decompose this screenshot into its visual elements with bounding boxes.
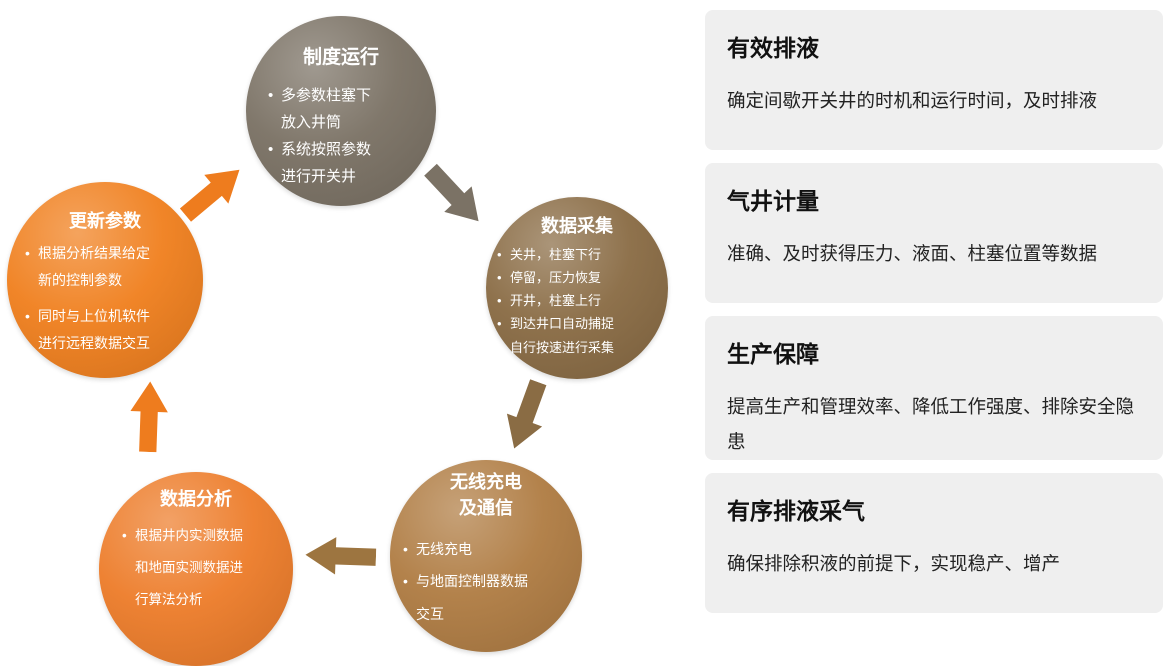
arrow-wireless-charging-to-data-analysis-icon — [303, 528, 377, 584]
arrow-update-parameters-to-system-operation-icon — [168, 148, 258, 236]
node-title: 制度运行 — [302, 47, 379, 68]
benefit-title: 生产保障 — [727, 341, 819, 367]
benefit-body: 确保排除积液的前提下，实现稳产、增产 — [727, 553, 1061, 575]
node-title: 数据分析 — [160, 489, 232, 509]
node-bullet: 到达井口自动捕捉 — [497, 312, 664, 335]
node-bullet: 根据分析结果给定 新的控制参数 — [25, 240, 197, 295]
node-bullet-list: 根据井内实测数据 和地面实测数据进 行算法分析 — [99, 520, 293, 615]
node-bullet-list: 根据分析结果给定 新的控制参数 同时与上位机软件 进行远程数据交互 — [7, 240, 203, 357]
node-bullet: 多参数柱塞下 放入井筒 — [268, 82, 430, 136]
benefits-panel: 有效排液 确定间歇开关井的时机和运行时间，及时排液 气井计量 准确、及时获得压力… — [705, 10, 1163, 613]
benefit-card-gas-well-metering: 气井计量 准确、及时获得压力、液面、柱塞位置等数据 — [705, 163, 1163, 303]
node-bullet: 停留，压力恢复 — [497, 266, 664, 289]
arrow-system-operation-to-data-collection-icon — [411, 151, 500, 240]
cycle-node-data-collection: 数据采集 关井，柱塞下行 停留，压力恢复 开井，柱塞上行 到达井口自动捕捉 自行… — [486, 197, 668, 379]
node-bullet: 自行按速进行采集 — [497, 336, 664, 359]
node-title: 无线充电 及通信 — [450, 472, 522, 519]
benefit-title: 有效排液 — [727, 35, 819, 61]
node-title: 更新参数 — [69, 211, 141, 231]
cycle-node-system-operation: 制度运行 多参数柱塞下 放入井筒 系统按照参数 进行开关井 — [246, 16, 436, 206]
node-bullet: 根据井内实测数据 和地面实测数据进 行算法分析 — [122, 520, 287, 615]
cycle-node-data-analysis: 数据分析 根据井内实测数据 和地面实测数据进 行算法分析 — [99, 472, 293, 666]
cycle-node-wireless-charging-communication: 无线充电 及通信 无线充电 与地面控制器数据 交互 — [390, 460, 582, 652]
node-bullet-list: 关井，柱塞下行 停留，压力恢复 开井，柱塞上行 到达井口自动捕捉 自行按速进行采… — [486, 243, 668, 359]
benefit-body: 准确、及时获得压力、液面、柱塞位置等数据 — [727, 243, 1098, 265]
arrow-data-analysis-to-update-parameters-icon — [121, 379, 177, 453]
cycle-node-update-parameters: 更新参数 根据分析结果给定 新的控制参数 同时与上位机软件 进行远程数据交互 — [7, 182, 203, 378]
benefit-card-production-assurance: 生产保障 提高生产和管理效率、降低工作强度、排除安全隐患 — [705, 316, 1163, 460]
benefit-body: 提高生产和管理效率、降低工作强度、排除安全隐患 — [727, 396, 1135, 452]
benefit-title: 有序排液采气 — [727, 498, 865, 524]
node-bullet: 同时与上位机软件 进行远程数据交互 — [25, 303, 197, 358]
benefit-body: 确定间歇开关井的时机和运行时间，及时排液 — [727, 90, 1098, 112]
node-bullet-list: 无线充电 与地面控制器数据 交互 — [390, 533, 582, 630]
node-bullet: 开井，柱塞上行 — [497, 289, 664, 312]
benefit-card-ordered-drainage-gas-recovery: 有序排液采气 确保排除积液的前提下，实现稳产、增产 — [705, 473, 1163, 613]
node-bullet: 关井，柱塞下行 — [497, 243, 664, 266]
node-bullet: 无线充电 — [403, 533, 576, 565]
benefit-card-effective-drainage: 有效排液 确定间歇开关井的时机和运行时间，及时排液 — [705, 10, 1163, 150]
node-bullet: 系统按照参数 进行开关井 — [268, 136, 430, 190]
node-title: 数据采集 — [541, 216, 613, 236]
node-bullet-list: 多参数柱塞下 放入井筒 系统按照参数 进行开关井 — [246, 82, 436, 190]
node-bullet: 与地面控制器数据 交互 — [403, 565, 576, 629]
benefit-title: 气井计量 — [727, 188, 819, 214]
arrow-data-collection-to-wireless-charging-icon — [488, 373, 563, 459]
